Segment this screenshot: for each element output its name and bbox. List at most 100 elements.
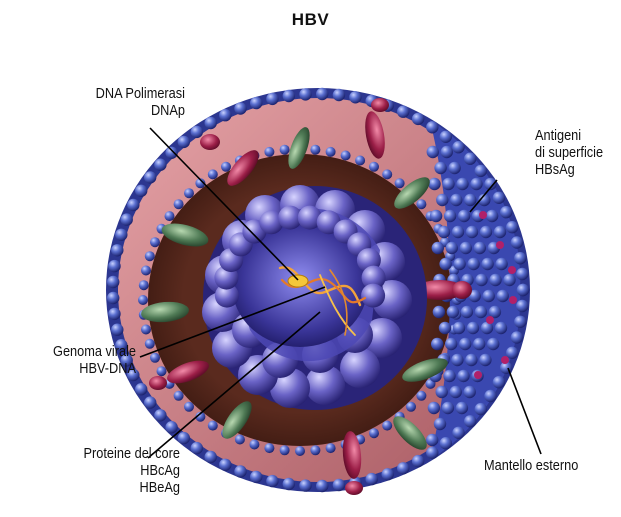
surface-bead [475,306,487,318]
membrane-bead [382,169,392,179]
membrane-bead [416,391,426,401]
label-dna-polymerase-line2: DNAp [57,103,185,120]
envelope-bead [234,465,246,477]
envelope-bead [464,415,476,427]
membrane-bead [264,443,274,453]
surface-bead [465,354,477,366]
membrane-bead [138,295,148,305]
antigen-pod [452,281,472,299]
envelope-bead [475,165,487,177]
label-viral-genome-line2: HBV-DNA [23,361,136,378]
surface-bead [450,194,462,206]
envelope-bead [111,244,123,256]
envelope-bead [475,403,487,415]
membrane-bead [369,428,379,438]
membrane-bead [382,421,392,431]
envelope-bead [511,331,523,343]
membrane-bead [208,169,218,179]
label-core-proteins-line3: HBeAg [48,480,180,497]
surface-bead [466,226,478,238]
membrane-bead [395,178,405,188]
envelope-bead [144,396,156,408]
envelope-bead [191,442,203,454]
envelope-bead [250,471,262,483]
label-surface-antigens-line2: di superficie [535,145,614,162]
label-core-proteins-line1: Proteine del core [48,446,180,463]
membrane-bead [264,147,274,157]
envelope-bead [506,347,518,359]
envelope-bead [299,479,311,491]
envelope-bead [516,300,528,312]
polymerase-blob [288,275,308,287]
envelope-bead [349,91,361,103]
envelope-bead [484,390,496,402]
surface-bead [481,258,493,270]
membrane-bead [157,366,167,376]
surface-antigen-dot [486,316,494,324]
surface-bead [434,162,446,174]
label-outer-envelope: Mantello esterno [484,458,598,475]
surface-antigen-dot [479,211,487,219]
surface-bead [459,338,471,350]
surface-bead [475,274,487,286]
membrane-bead [174,199,184,209]
envelope-bead [144,171,156,183]
envelope-bead [283,478,295,490]
surface-bead [457,370,469,382]
antigen-pod [371,98,389,112]
surface-bead [461,306,473,318]
surface-bead [427,146,439,158]
envelope-bead [154,159,166,171]
membrane-bead [249,440,259,450]
surface-bead [467,322,479,334]
envelope-bead [464,153,476,165]
membrane-bead [341,151,351,161]
surface-bead [495,322,507,334]
surface-bead [464,194,476,206]
membrane-bead [235,435,245,445]
surface-bead [442,402,454,414]
membrane-bead [369,162,379,172]
envelope-bead [121,213,133,225]
envelope-bead [516,268,528,280]
diagram-title: HBV [0,10,621,30]
envelope-bead [316,480,328,492]
envelope-bead [115,229,127,241]
envelope-bead [506,221,518,233]
surface-bead [445,338,457,350]
envelope-bead [440,437,452,449]
membrane-bead [406,402,416,412]
surface-bead [458,210,470,222]
surface-bead [443,370,455,382]
membrane-bead [310,145,320,155]
envelope-bead [165,147,177,159]
membrane-bead [145,339,155,349]
envelope-bead [178,136,190,148]
envelope-bead [127,199,139,211]
surface-bead [486,210,498,222]
envelope-bead [266,93,278,105]
membrane-bead [145,251,155,261]
envelope-bead [107,292,119,304]
envelope-bead [412,113,424,125]
envelope-bead [426,447,438,459]
membrane-bead [208,421,218,431]
membrane-bead [326,147,336,157]
surface-bead [479,354,491,366]
surface-bead [441,146,453,158]
label-surface-antigens: Antigeni di superficie HBsAg [535,128,614,179]
envelope-bead [514,252,526,264]
surface-bead [447,306,459,318]
membrane-bead [150,353,160,363]
envelope-bead [517,284,529,296]
surface-antigen-dot [496,241,504,249]
label-viral-genome: Genoma virale HBV-DNA [23,344,136,378]
label-viral-genome-line1: Genoma virale [23,344,136,361]
surface-bead [473,338,485,350]
surface-bead [489,274,501,286]
envelope-bead [219,109,231,121]
surface-bead [444,210,456,222]
surface-bead [452,226,464,238]
surface-bead [503,274,515,286]
